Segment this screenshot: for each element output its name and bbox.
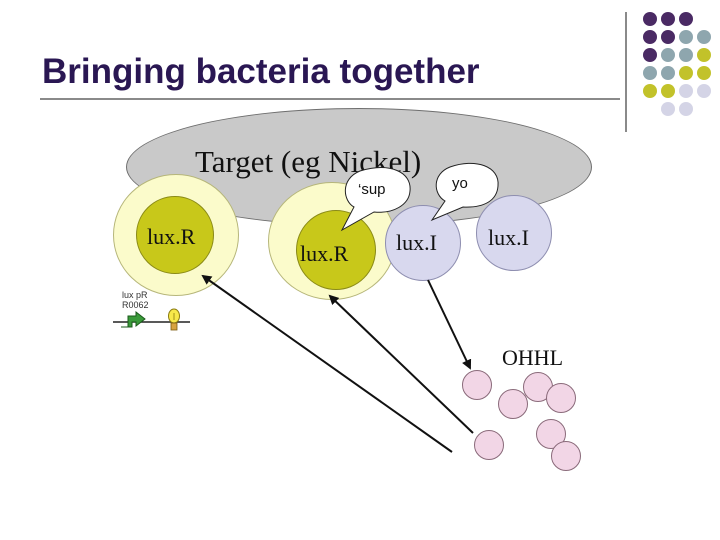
grid-dot xyxy=(679,84,693,98)
luxR-label-left: lux.R xyxy=(147,224,196,249)
luxI-cell-center xyxy=(385,205,461,281)
arrow-molecules-to-center-cell xyxy=(328,294,474,434)
ohhl-label: OHHL xyxy=(502,345,564,370)
grid-dot xyxy=(661,30,675,44)
promoter-part-name: lux pR xyxy=(122,290,148,300)
bubble-yo-text: yo xyxy=(452,175,468,192)
grid-dot xyxy=(661,102,675,116)
bubble-sup-text: ‘sup xyxy=(358,181,386,198)
ohhl-molecule xyxy=(546,383,576,413)
vertical-rule xyxy=(625,12,627,132)
ohhl-molecule xyxy=(474,430,504,460)
grid-dot xyxy=(679,12,693,26)
grid-dot xyxy=(643,48,657,62)
luxI-label-right: lux.I xyxy=(488,225,529,250)
arrow-promoter-icon xyxy=(121,310,146,328)
luxI-cell-right xyxy=(476,195,552,271)
grid-dot xyxy=(697,48,711,62)
grid-dot xyxy=(679,66,693,80)
lightbulb-icon xyxy=(168,308,180,331)
grid-dot xyxy=(679,48,693,62)
slide-title: Bringing bacteria together xyxy=(42,52,480,91)
promoter-part-id: R0062 xyxy=(122,300,149,310)
luxR-label-center: lux.R xyxy=(300,241,349,266)
bubble-sup xyxy=(340,167,411,232)
luxR-cell-core-center xyxy=(296,210,376,290)
grid-dot xyxy=(697,84,711,98)
luxI-label-center: lux.I xyxy=(396,230,437,255)
grid-dot xyxy=(643,66,657,80)
grid-dot xyxy=(643,84,657,98)
grid-dot xyxy=(679,30,693,44)
grid-dot xyxy=(661,66,675,80)
ohhl-molecule xyxy=(462,370,492,400)
grid-dot xyxy=(661,12,675,26)
luxR-cell-core-left xyxy=(136,196,214,274)
grid-dot xyxy=(661,84,675,98)
bubble-yo xyxy=(430,162,499,222)
grid-dot xyxy=(697,66,711,80)
arrow-luxI-to-molecules xyxy=(427,279,472,370)
ohhl-molecule xyxy=(498,389,528,419)
grid-dot xyxy=(661,48,675,62)
grid-dot xyxy=(643,30,657,44)
grid-dot xyxy=(697,30,711,44)
ohhl-molecule xyxy=(551,441,581,471)
grid-dot xyxy=(679,102,693,116)
title-underline xyxy=(40,98,620,100)
grid-dot xyxy=(643,12,657,26)
arrow-molecules-to-left-cell xyxy=(201,274,453,453)
